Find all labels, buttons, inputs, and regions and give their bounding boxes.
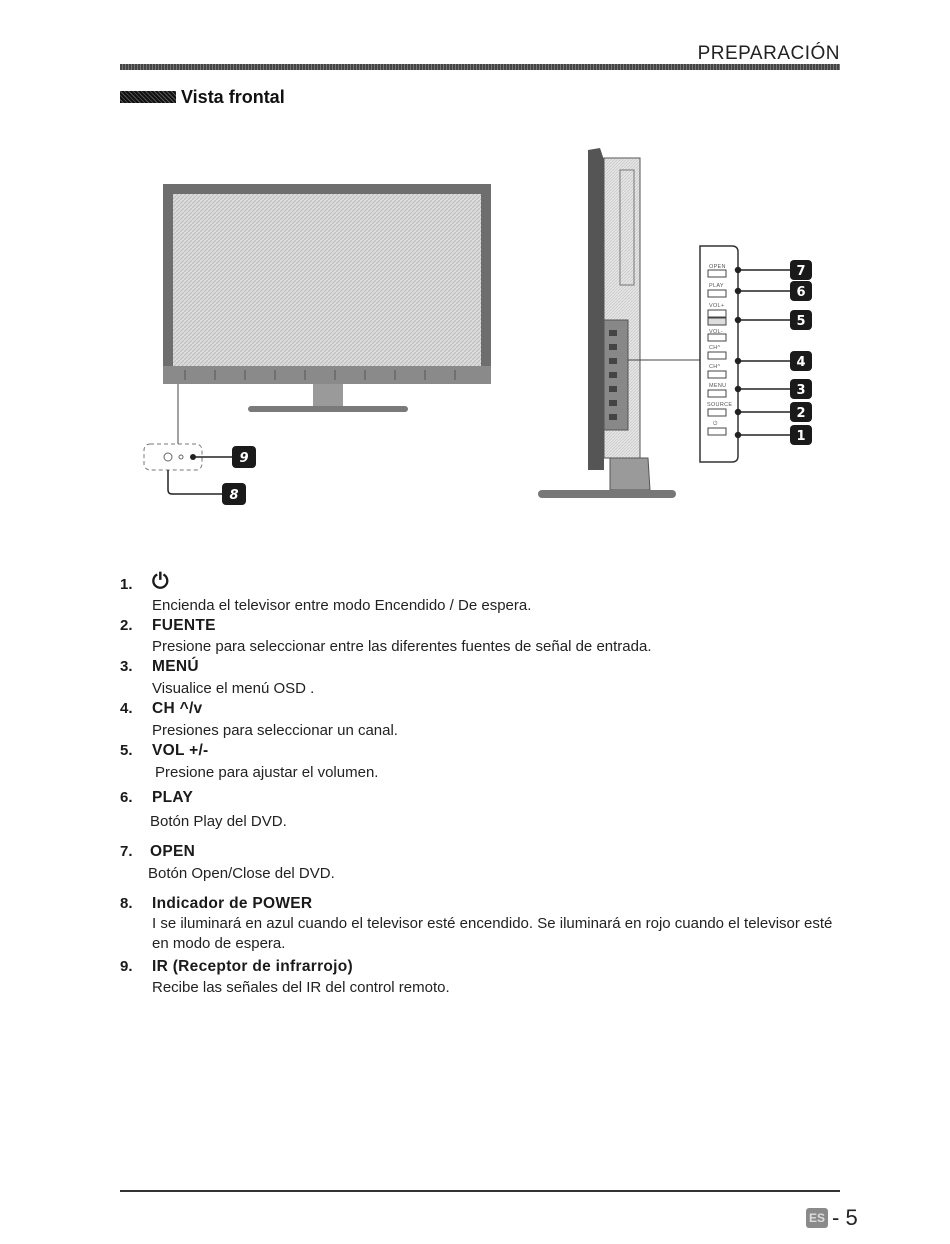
tv-side-stand-neck	[609, 457, 651, 491]
power-key	[707, 427, 727, 436]
item-number: 4.	[120, 700, 133, 717]
svg-text:4: 4	[796, 355, 805, 370]
section-title: Vista frontal	[181, 86, 285, 107]
svg-text:3: 3	[796, 383, 805, 398]
item-title: MENÚ	[152, 658, 199, 675]
tv-screen	[173, 194, 481, 366]
item-number: 5.	[120, 742, 133, 759]
callout-3: 3	[790, 379, 812, 399]
svg-text:1: 1	[796, 429, 805, 444]
panel-label-ch-down: CH^	[709, 364, 721, 370]
tv-side-frame	[588, 148, 604, 470]
item-description: Botón Play del DVD.	[150, 813, 287, 830]
svg-text:6: 6	[796, 285, 805, 300]
callout-2: 2	[790, 402, 812, 422]
callout-5: 5	[790, 310, 812, 330]
panel-label-play: PLAY	[709, 283, 724, 289]
item-title: PLAY	[152, 789, 194, 806]
item-title: Indicador de POWER	[152, 895, 313, 912]
ir-receiver-dot	[163, 452, 173, 462]
page-number: - 5	[832, 1205, 858, 1230]
svg-text:9: 9	[239, 451, 248, 466]
item-number: 3.	[120, 658, 133, 675]
header-rule	[120, 64, 840, 70]
svg-text:5: 5	[796, 314, 805, 329]
item-number: 7.	[120, 843, 133, 860]
tv-diagram: OPEN PLAY VOL+ VOL- CH^ CH^ MENU SOURCE …	[0, 0, 950, 540]
ch-down-key	[707, 370, 727, 379]
svg-text:8: 8	[229, 488, 238, 503]
svg-text:2: 2	[796, 406, 805, 421]
panel-label-vol-up: VOL+	[709, 303, 724, 309]
callout-4: 4	[790, 351, 812, 371]
item-description: Botón Open/Close del DVD.	[148, 865, 335, 882]
item-description: I se iluminará en azul cuando el televis…	[152, 915, 833, 952]
section-marker	[120, 91, 176, 103]
source-key	[707, 408, 727, 417]
item-title: FUENTE	[152, 617, 216, 634]
item-title: OPEN	[150, 843, 196, 860]
panel-label-open: OPEN	[709, 264, 726, 270]
item-title: IR (Receptor de infrarrojo)	[152, 958, 354, 975]
panel-label-ch-up: CH^	[709, 345, 721, 351]
tv-side-stand-base	[538, 490, 676, 498]
callout-9: 9	[232, 446, 256, 468]
tv-side-view: OPEN PLAY VOL+ VOL- CH^ CH^ MENU SOURCE …	[538, 148, 790, 498]
power-symbol-icon: ⏻	[152, 570, 169, 593]
control-panel-zoom	[699, 245, 739, 463]
tv-bottom-bar	[163, 366, 491, 384]
menu-key	[707, 389, 727, 398]
item-number: 1.	[120, 576, 133, 593]
item-number: 6.	[120, 789, 133, 806]
item-description: Recibe las señales del IR del control re…	[152, 979, 450, 996]
indicator-zoom-box	[143, 443, 203, 471]
panel-label-source: SOURCE	[707, 402, 732, 408]
tv-front-view	[143, 184, 491, 495]
vol-down-key	[707, 333, 727, 342]
item-title: VOL +/-	[152, 742, 209, 759]
item-number: 2.	[120, 617, 133, 634]
item-number: 9.	[120, 958, 133, 975]
callout-6: 6	[790, 281, 812, 301]
play-key	[707, 289, 727, 298]
callout-1: 1	[790, 425, 812, 445]
open-key	[707, 269, 727, 278]
item-description: Presiones para seleccionar un canal.	[152, 722, 398, 739]
item-description: Encienda el televisor entre modo Encendi…	[152, 597, 532, 614]
panel-label-vol-down: VOL-	[709, 329, 723, 335]
section-heading: Vista frontal	[120, 86, 285, 108]
panel-label-menu: MENU	[709, 383, 726, 389]
svg-text:7: 7	[796, 264, 805, 279]
page-header-title: PREPARACIÓN	[697, 43, 840, 64]
item-title: CH ^/v	[152, 700, 203, 717]
item-description: Presione para ajustar el volumen.	[155, 764, 379, 781]
panel-label-power: ⏻	[713, 420, 718, 427]
vol-up-key	[707, 309, 727, 318]
callout-7: 7	[790, 260, 812, 280]
item-description: Presione para seleccionar entre las dife…	[152, 638, 652, 655]
footer-rule	[120, 1190, 840, 1192]
power-indicator-dot	[178, 454, 184, 460]
tv-diagram-svg: OPEN PLAY VOL+ VOL- CH^ CH^ MENU SOURCE …	[143, 148, 812, 505]
item-description: Visualice el menú OSD .	[152, 680, 315, 697]
tv-stand-base	[248, 406, 408, 412]
item-number: 8.	[120, 895, 133, 912]
callout-8: 8	[222, 483, 246, 505]
ch-up-key	[707, 351, 727, 360]
tv-stand-neck	[313, 384, 343, 408]
language-badge: ES	[806, 1208, 828, 1228]
